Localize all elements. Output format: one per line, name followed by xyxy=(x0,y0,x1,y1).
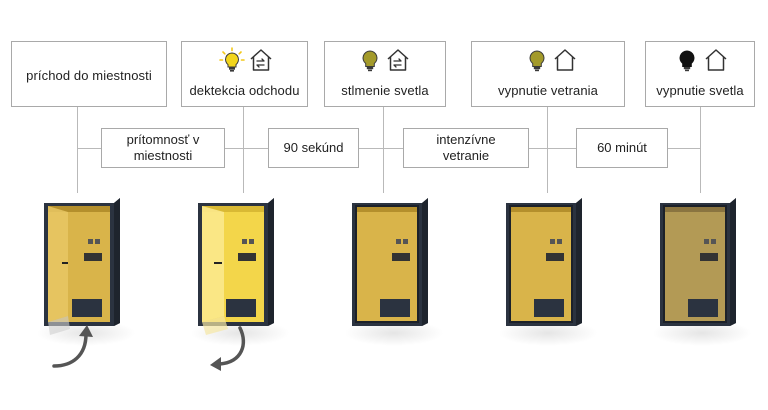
step-box-light-dimming: stlmenie svetla xyxy=(324,41,446,107)
house-icon xyxy=(554,49,576,71)
booth-light-dimming xyxy=(348,195,442,335)
booth-departure-detection xyxy=(194,195,288,335)
step-label: príchod do miestnosti xyxy=(26,68,152,83)
exit-arrow-icon xyxy=(210,326,246,371)
interval-box-90s: 90 sekúnd xyxy=(268,128,359,168)
interval-line: vetranie xyxy=(442,148,490,163)
enter-arrow-icon xyxy=(52,325,93,368)
interval-line: 90 sekúnd xyxy=(283,140,344,155)
step-box-ventilation-off: vypnutie vetrania xyxy=(471,41,625,107)
connector-line-2 xyxy=(243,107,244,193)
connector-line-1 xyxy=(77,107,78,193)
booth-light-off xyxy=(656,195,750,335)
connector-line-5 xyxy=(700,107,701,193)
booth-ventilation-off xyxy=(502,195,596,335)
step-label: stlmenie svetla xyxy=(341,83,429,98)
step-label: vypnutie vetrania xyxy=(498,83,598,98)
connector-line-3 xyxy=(383,107,384,193)
interval-line: intenzívne xyxy=(436,132,496,147)
bulb-off-icon xyxy=(679,50,695,72)
step-box-light-off: vypnutie svetla xyxy=(645,41,755,107)
timeline-line xyxy=(77,148,700,149)
ventilation-on-icon xyxy=(250,49,272,71)
interval-line: miestnosti xyxy=(133,148,193,163)
ventilation-on-icon xyxy=(387,49,409,71)
bulb-dim-icon xyxy=(529,50,545,72)
step-label: vypnutie svetla xyxy=(656,83,744,98)
booth-arrival xyxy=(40,195,134,335)
step-box-departure-detection: dektekcia odchodu xyxy=(181,41,308,107)
step-box-arrival: príchod do miestnosti xyxy=(11,41,167,107)
step-label: dektekcia odchodu xyxy=(189,83,300,98)
connector-line-4 xyxy=(547,107,548,193)
interval-box-intensive-ventilation: intenzívne vetranie xyxy=(403,128,529,168)
bulb-on-icon xyxy=(219,47,245,72)
interval-line: prítomnosť v xyxy=(126,132,200,147)
house-icon xyxy=(705,49,727,71)
interval-box-presence: prítomnosť v miestnosti xyxy=(101,128,225,168)
interval-box-60min: 60 minút xyxy=(576,128,668,168)
bulb-dim-icon xyxy=(362,50,378,72)
interval-line: 60 minút xyxy=(597,140,647,155)
